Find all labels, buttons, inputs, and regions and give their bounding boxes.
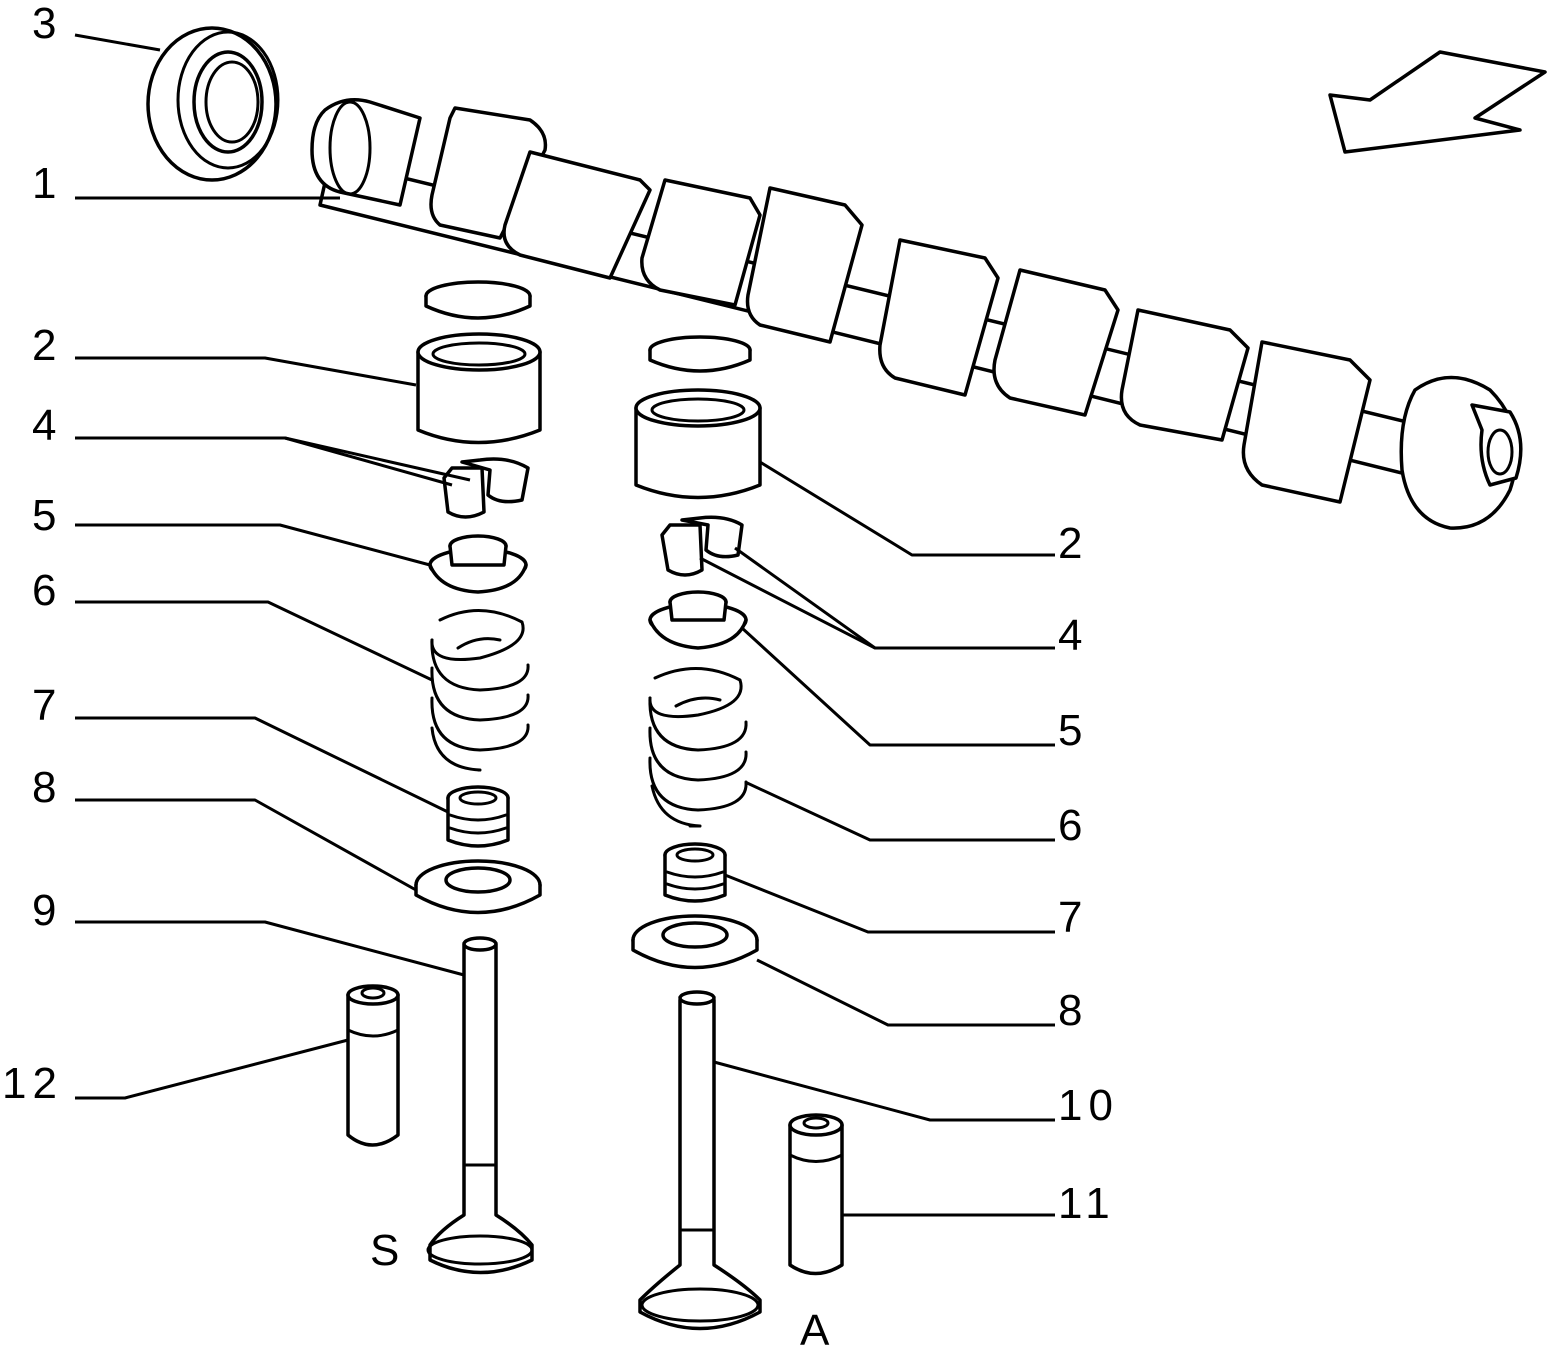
- leader-9: [75, 920, 465, 977]
- leader-3: [74, 33, 161, 52]
- tappet-left: [416, 332, 542, 445]
- callout-7-right: 7: [1058, 893, 1082, 942]
- callout-11: 11: [1058, 1179, 1116, 1228]
- valve-spring-left: [430, 609, 530, 772]
- oil-seal: [146, 26, 280, 182]
- spring-retainer-right: [648, 590, 748, 650]
- callout-9: 9: [32, 886, 56, 935]
- leader-5-left: [75, 523, 431, 567]
- spring-seat-left: [414, 859, 542, 915]
- leader-6-right: [744, 780, 1055, 842]
- callout-5-right: 5: [1058, 706, 1082, 755]
- tappet-right: [634, 388, 762, 500]
- callout-8-right: 8: [1058, 986, 1082, 1035]
- leader-4-right-a: [699, 556, 1055, 650]
- leader-4-right-b: [734, 546, 876, 650]
- callout-1: 1: [32, 159, 56, 208]
- collets-right: [660, 515, 744, 577]
- leader-12: [75, 1038, 349, 1100]
- intake-valve-stack: [631, 335, 844, 1331]
- leader-7-left: [75, 716, 449, 814]
- leader-2-right: [759, 460, 1055, 557]
- valve-guide-left: [346, 984, 400, 1147]
- shim-right: [648, 335, 752, 373]
- callout-2-right: 2: [1058, 519, 1082, 568]
- leader-5-right: [740, 626, 1055, 747]
- exhaust-valve-stack: [346, 280, 542, 1275]
- valve-spring-right: [648, 667, 748, 828]
- intake-valve: [638, 990, 762, 1331]
- valve-guide-right: [788, 1113, 844, 1276]
- marker-intake: A: [800, 1306, 830, 1350]
- spring-retainer-left: [428, 534, 528, 594]
- callout-4-left: 4: [32, 401, 56, 450]
- leader-2-left: [75, 356, 417, 387]
- collets-left: [442, 457, 530, 519]
- callout-labels: 3 1 2 4 5 6 7 8 9 12 2 4 5 6 7 8 10 11 S…: [2, 0, 1119, 1350]
- marker-exhaust: S: [370, 1226, 399, 1275]
- leader-6-left: [75, 600, 433, 682]
- callout-12: 12: [2, 1059, 63, 1108]
- leader-7-right: [724, 873, 1055, 934]
- leader-8-left: [75, 798, 417, 892]
- direction-arrow-icon: [1328, 50, 1547, 154]
- shim-left: [424, 280, 532, 320]
- spring-seat-right: [631, 914, 759, 970]
- callout-6-left: 6: [32, 566, 56, 615]
- callout-4-right: 4: [1058, 611, 1082, 660]
- leader-4-left-b: [284, 436, 471, 482]
- callout-3: 3: [32, 0, 56, 48]
- callout-5-left: 5: [32, 491, 56, 540]
- camshaft: [310, 98, 1523, 530]
- stem-seal-right: [663, 842, 727, 903]
- stem-seal-left: [446, 785, 510, 848]
- callout-7-left: 7: [32, 681, 56, 730]
- callout-10: 10: [1058, 1081, 1119, 1130]
- callout-8-left: 8: [32, 763, 56, 812]
- exhaust-valve: [426, 936, 534, 1275]
- callout-2-left: 2: [32, 321, 56, 370]
- leader-8-right: [756, 958, 1055, 1027]
- leader-lines: [74, 33, 1055, 1217]
- callout-6-right: 6: [1058, 801, 1082, 850]
- leader-4-left-a: [75, 436, 453, 487]
- leader-10: [713, 1060, 1055, 1122]
